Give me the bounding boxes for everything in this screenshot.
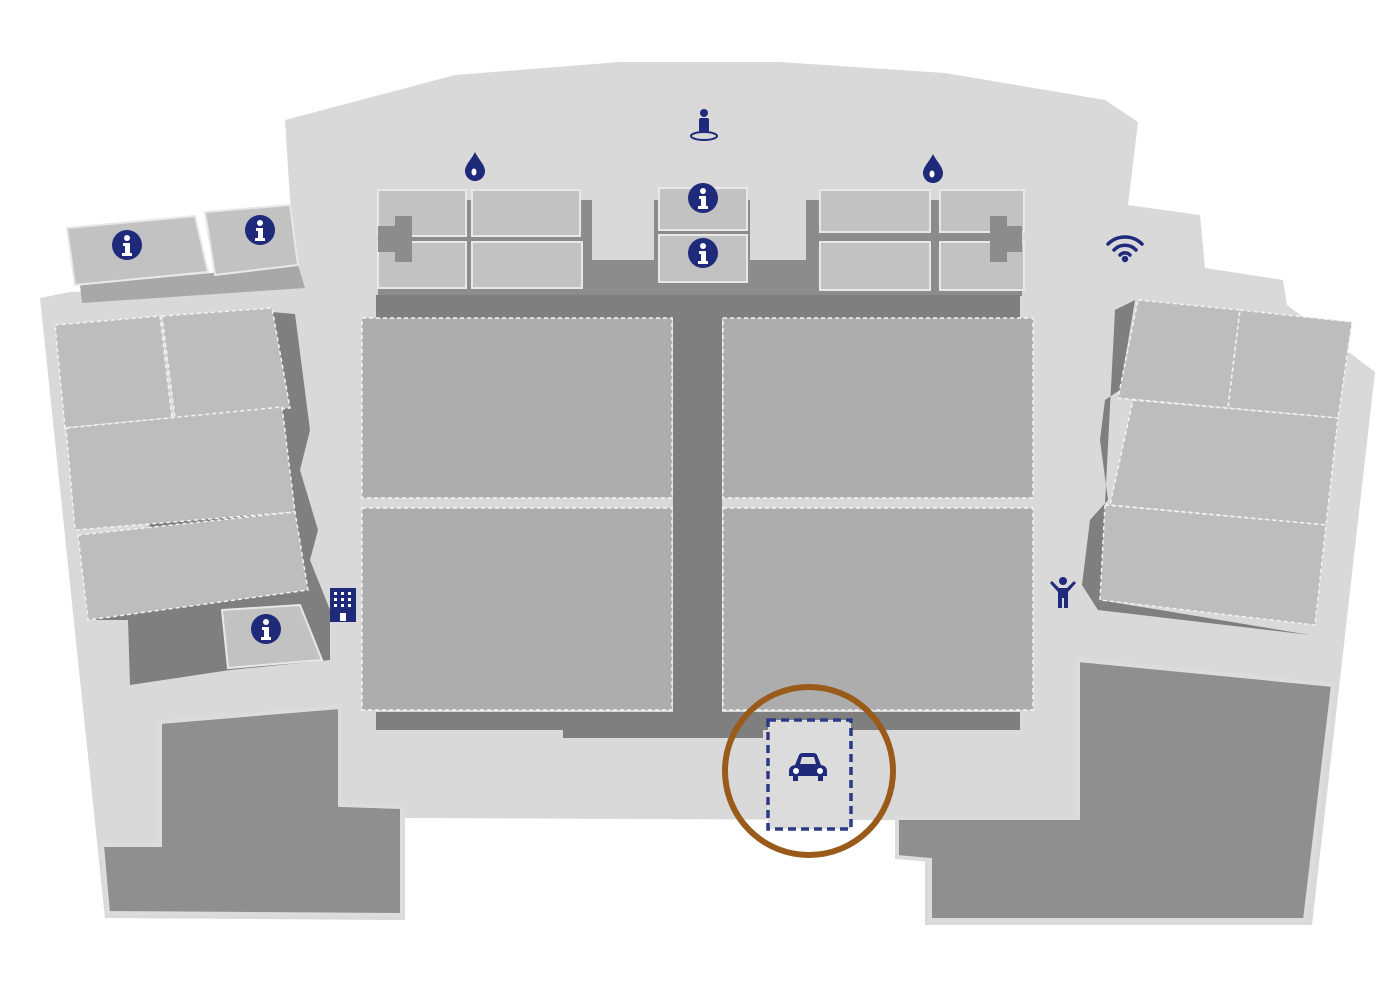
stair <box>990 216 1022 262</box>
room[interactable] <box>161 307 291 419</box>
child-icon[interactable] <box>1050 577 1076 608</box>
room[interactable] <box>1117 299 1241 409</box>
info-icon[interactable] <box>688 238 718 268</box>
corridor-bottom <box>376 712 1020 730</box>
left-top-shadow <box>80 265 305 303</box>
room[interactable] <box>1227 309 1353 419</box>
hall-4[interactable] <box>722 507 1034 711</box>
room[interactable] <box>1109 399 1339 526</box>
upper-notch-left <box>592 188 654 260</box>
wifi-icon[interactable] <box>1106 235 1144 263</box>
room[interactable] <box>939 189 1025 233</box>
service-area-right[interactable] <box>895 657 1336 922</box>
corridor-bottom-ext <box>563 728 763 738</box>
person-location-icon[interactable] <box>690 109 718 141</box>
hall-2[interactable] <box>722 317 1034 499</box>
room[interactable] <box>54 315 173 429</box>
room[interactable] <box>77 511 309 621</box>
upper-notch-right <box>750 188 806 260</box>
room[interactable] <box>1099 504 1327 626</box>
room[interactable] <box>471 241 583 289</box>
stair <box>378 216 412 262</box>
highlight-ring <box>722 684 896 858</box>
room[interactable] <box>471 189 581 237</box>
room[interactable] <box>819 241 931 291</box>
room[interactable] <box>65 406 296 531</box>
car-icon[interactable] <box>789 753 827 781</box>
hall-3[interactable] <box>361 507 673 711</box>
building-icon[interactable] <box>330 588 356 622</box>
info-icon[interactable] <box>112 230 142 260</box>
hall-1[interactable] <box>361 317 673 499</box>
service-area-left[interactable] <box>99 704 404 918</box>
right-wing-backing <box>1082 300 1310 635</box>
info-icon[interactable] <box>245 215 275 245</box>
info-icon[interactable] <box>251 614 281 644</box>
corridor-center <box>673 295 722 725</box>
info-icon[interactable] <box>688 183 718 213</box>
room[interactable] <box>819 189 931 233</box>
